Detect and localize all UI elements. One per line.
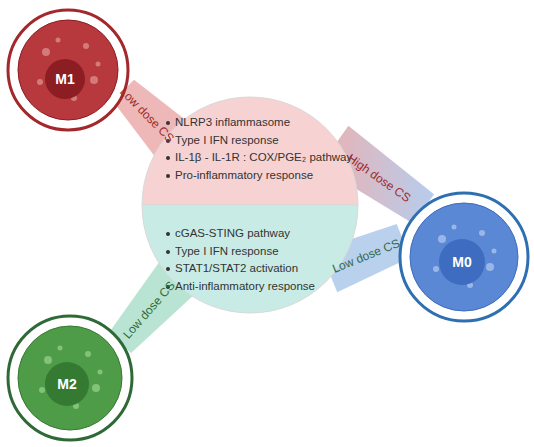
node-outline: [6, 8, 130, 132]
vacuole: [85, 351, 91, 357]
cell-label: M2: [57, 376, 76, 392]
half-circle: [142, 97, 358, 205]
bullet-dot: [166, 174, 170, 178]
half-circle: [142, 205, 358, 313]
vacuole: [90, 76, 98, 84]
vacuole: [98, 370, 103, 375]
cell-body: [18, 20, 118, 120]
pathway-item: cGAS-STING pathway: [175, 225, 358, 243]
cell-ring: [400, 193, 528, 321]
macrophage-cell: M2: [6, 314, 134, 442]
vacuole: [83, 43, 89, 49]
vacuole: [58, 346, 63, 351]
macrophage-cell: M1: [6, 8, 130, 132]
bullet-dot: [166, 232, 170, 236]
cell-body: [18, 326, 122, 430]
cell-ring: [8, 316, 132, 440]
bullet-dot: [166, 156, 170, 160]
bullet-dot: [166, 267, 170, 271]
vacuole: [486, 263, 494, 271]
pathway-item: Type I IFN response: [175, 243, 358, 261]
cell-body: [410, 203, 518, 311]
vacuole: [452, 225, 457, 230]
cell-nucleus: [45, 59, 85, 99]
pathway-list: NLRP3 inflammasomeType I IFN responseIL-…: [142, 97, 358, 184]
cell-label: M1: [55, 71, 74, 87]
macrophage-cell: M0: [398, 191, 530, 323]
pathway-panel: NLRP3 inflammasomeType I IFN responseIL-…: [142, 97, 358, 205]
cell-nucleus: [439, 239, 485, 285]
vacuole: [92, 384, 100, 392]
node-outline: [142, 205, 358, 313]
vacuole: [44, 356, 52, 364]
pathway-item: IL-1β - IL-1R : COX/PGE₂ pathway: [175, 149, 358, 167]
vacuole: [96, 62, 101, 67]
vacuole: [479, 230, 485, 236]
vacuole: [42, 48, 50, 56]
pathway-item: Anti-inflammatory response: [175, 278, 358, 296]
cell-label: M0: [452, 254, 471, 270]
pathway-panel: cGAS-STING pathwayType I IFN responseSTA…: [142, 205, 358, 313]
vacuole: [433, 266, 439, 272]
pathway-list: cGAS-STING pathwayType I IFN responseSTA…: [142, 205, 358, 295]
pathway-item: Pro-inflammatory response: [175, 167, 358, 185]
pathway-item: NLRP3 inflammasome: [175, 114, 358, 132]
cell-nucleus: [45, 362, 89, 406]
vacuole: [56, 38, 61, 43]
vacuole: [438, 235, 446, 243]
bullet-dot: [166, 250, 170, 254]
vacuole: [37, 79, 43, 85]
pathway-item: Type I IFN response: [175, 132, 358, 150]
vacuole: [39, 387, 45, 393]
vacuole: [492, 249, 497, 254]
cell-ring: [8, 10, 128, 130]
